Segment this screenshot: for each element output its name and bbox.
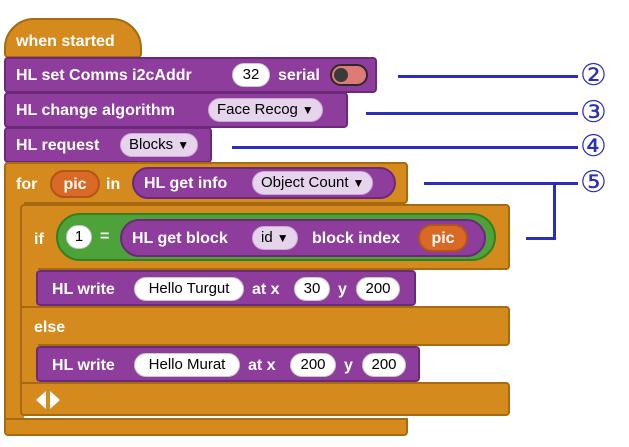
dropdown-arrow-icon: ▼	[177, 138, 190, 152]
field-dropdown[interactable]: id▼	[252, 226, 298, 250]
callout-number-3: ③	[580, 95, 607, 130]
request-dropdown[interactable]: Blocks▼	[120, 133, 199, 157]
mutator-right-arrow-icon[interactable]	[50, 391, 60, 409]
get-block-label: HL get block	[132, 230, 228, 247]
write-label: HL write	[52, 281, 115, 298]
in-label: in	[106, 176, 121, 193]
callout-line-5-top	[424, 182, 578, 185]
serial-label: serial	[278, 67, 320, 84]
for-loop-arm	[4, 202, 24, 422]
at-x-label: at x	[248, 357, 276, 374]
dropdown-arrow-icon: ▼	[352, 176, 365, 190]
for-loop-block[interactable]: for pic in HL get info Object Count▼	[4, 162, 408, 204]
else-section: else	[20, 306, 510, 346]
set-comms-label: HL set Comms i2cAddr	[16, 67, 192, 84]
y-input[interactable]: 200	[362, 353, 406, 377]
get-block-block[interactable]: HL get block id▼ block index pic	[120, 219, 486, 257]
at-x-label: at x	[252, 281, 280, 298]
for-label: for	[16, 176, 38, 193]
serial-toggle[interactable]	[330, 64, 368, 86]
info-dropdown[interactable]: Object Count▼	[252, 171, 374, 195]
dropdown-arrow-icon: ▼	[301, 103, 314, 117]
if-else-block[interactable]: if 1 = HL get block id▼ block index pic	[20, 204, 510, 270]
algorithm-value: Face Recog	[217, 101, 298, 118]
callout-line-5-vertical	[553, 182, 556, 240]
y-label: y	[338, 281, 347, 298]
callout-line-4	[232, 146, 578, 149]
info-value: Object Count	[261, 174, 349, 191]
write-text-input[interactable]: Hello Murat	[134, 353, 240, 377]
if-else-footer	[20, 382, 510, 416]
algorithm-dropdown[interactable]: Face Recog▼	[208, 98, 323, 122]
request-block[interactable]: HL request Blocks▼	[4, 127, 212, 163]
callout-line-3	[366, 112, 578, 115]
request-label: HL request	[16, 137, 100, 154]
write-label: HL write	[52, 357, 115, 374]
request-value: Blocks	[129, 136, 174, 153]
y-input[interactable]: 200	[356, 277, 400, 301]
change-algorithm-block[interactable]: HL change algorithm Face Recog▼	[4, 92, 348, 128]
callout-number-4: ④	[580, 129, 607, 164]
get-info-block[interactable]: HL get info Object Count▼	[132, 167, 396, 199]
block-index-label: block index	[312, 230, 401, 247]
dropdown-arrow-icon: ▼	[276, 231, 289, 245]
if-arm-lower	[20, 344, 38, 384]
callout-line-2	[398, 75, 578, 78]
set-comms-block[interactable]: HL set Comms i2cAddr 32 serial	[4, 57, 377, 93]
mutator-left-arrow-icon[interactable]	[36, 391, 46, 409]
loop-variable-pic[interactable]: pic	[50, 170, 100, 198]
equals-operator: =	[100, 228, 110, 245]
if-label: if	[34, 231, 44, 248]
change-algorithm-label: HL change algorithm	[16, 102, 175, 119]
if-arm-upper	[20, 268, 38, 314]
y-label: y	[344, 357, 353, 374]
x-input[interactable]: 200	[290, 353, 336, 377]
field-value: id	[261, 229, 273, 246]
callout-number-2: ②	[580, 58, 607, 93]
write-text-input[interactable]: Hello Turgut	[134, 277, 244, 301]
index-variable-pic[interactable]: pic	[418, 224, 468, 252]
get-info-label: HL get info	[144, 175, 228, 192]
x-input[interactable]: 30	[294, 277, 330, 301]
else-label: else	[34, 319, 66, 336]
when-started-label: when started	[16, 33, 115, 50]
write-block-1[interactable]: HL write Hello Turgut at x 30 y 200	[36, 270, 416, 306]
callout-number-5: ⑤	[580, 165, 607, 200]
i2c-address-input[interactable]: 32	[232, 63, 270, 87]
for-loop-footer	[4, 418, 408, 436]
when-started-block[interactable]: when started	[4, 18, 142, 58]
write-block-2[interactable]: HL write Hello Murat at x 200 y 200	[36, 346, 420, 382]
toggle-knob-icon	[334, 68, 348, 82]
callout-line-5-bottom	[526, 237, 556, 240]
lhs-value-input[interactable]: 1	[66, 225, 92, 249]
equals-block[interactable]: 1 = HL get block id▼ block index pic	[56, 213, 496, 261]
